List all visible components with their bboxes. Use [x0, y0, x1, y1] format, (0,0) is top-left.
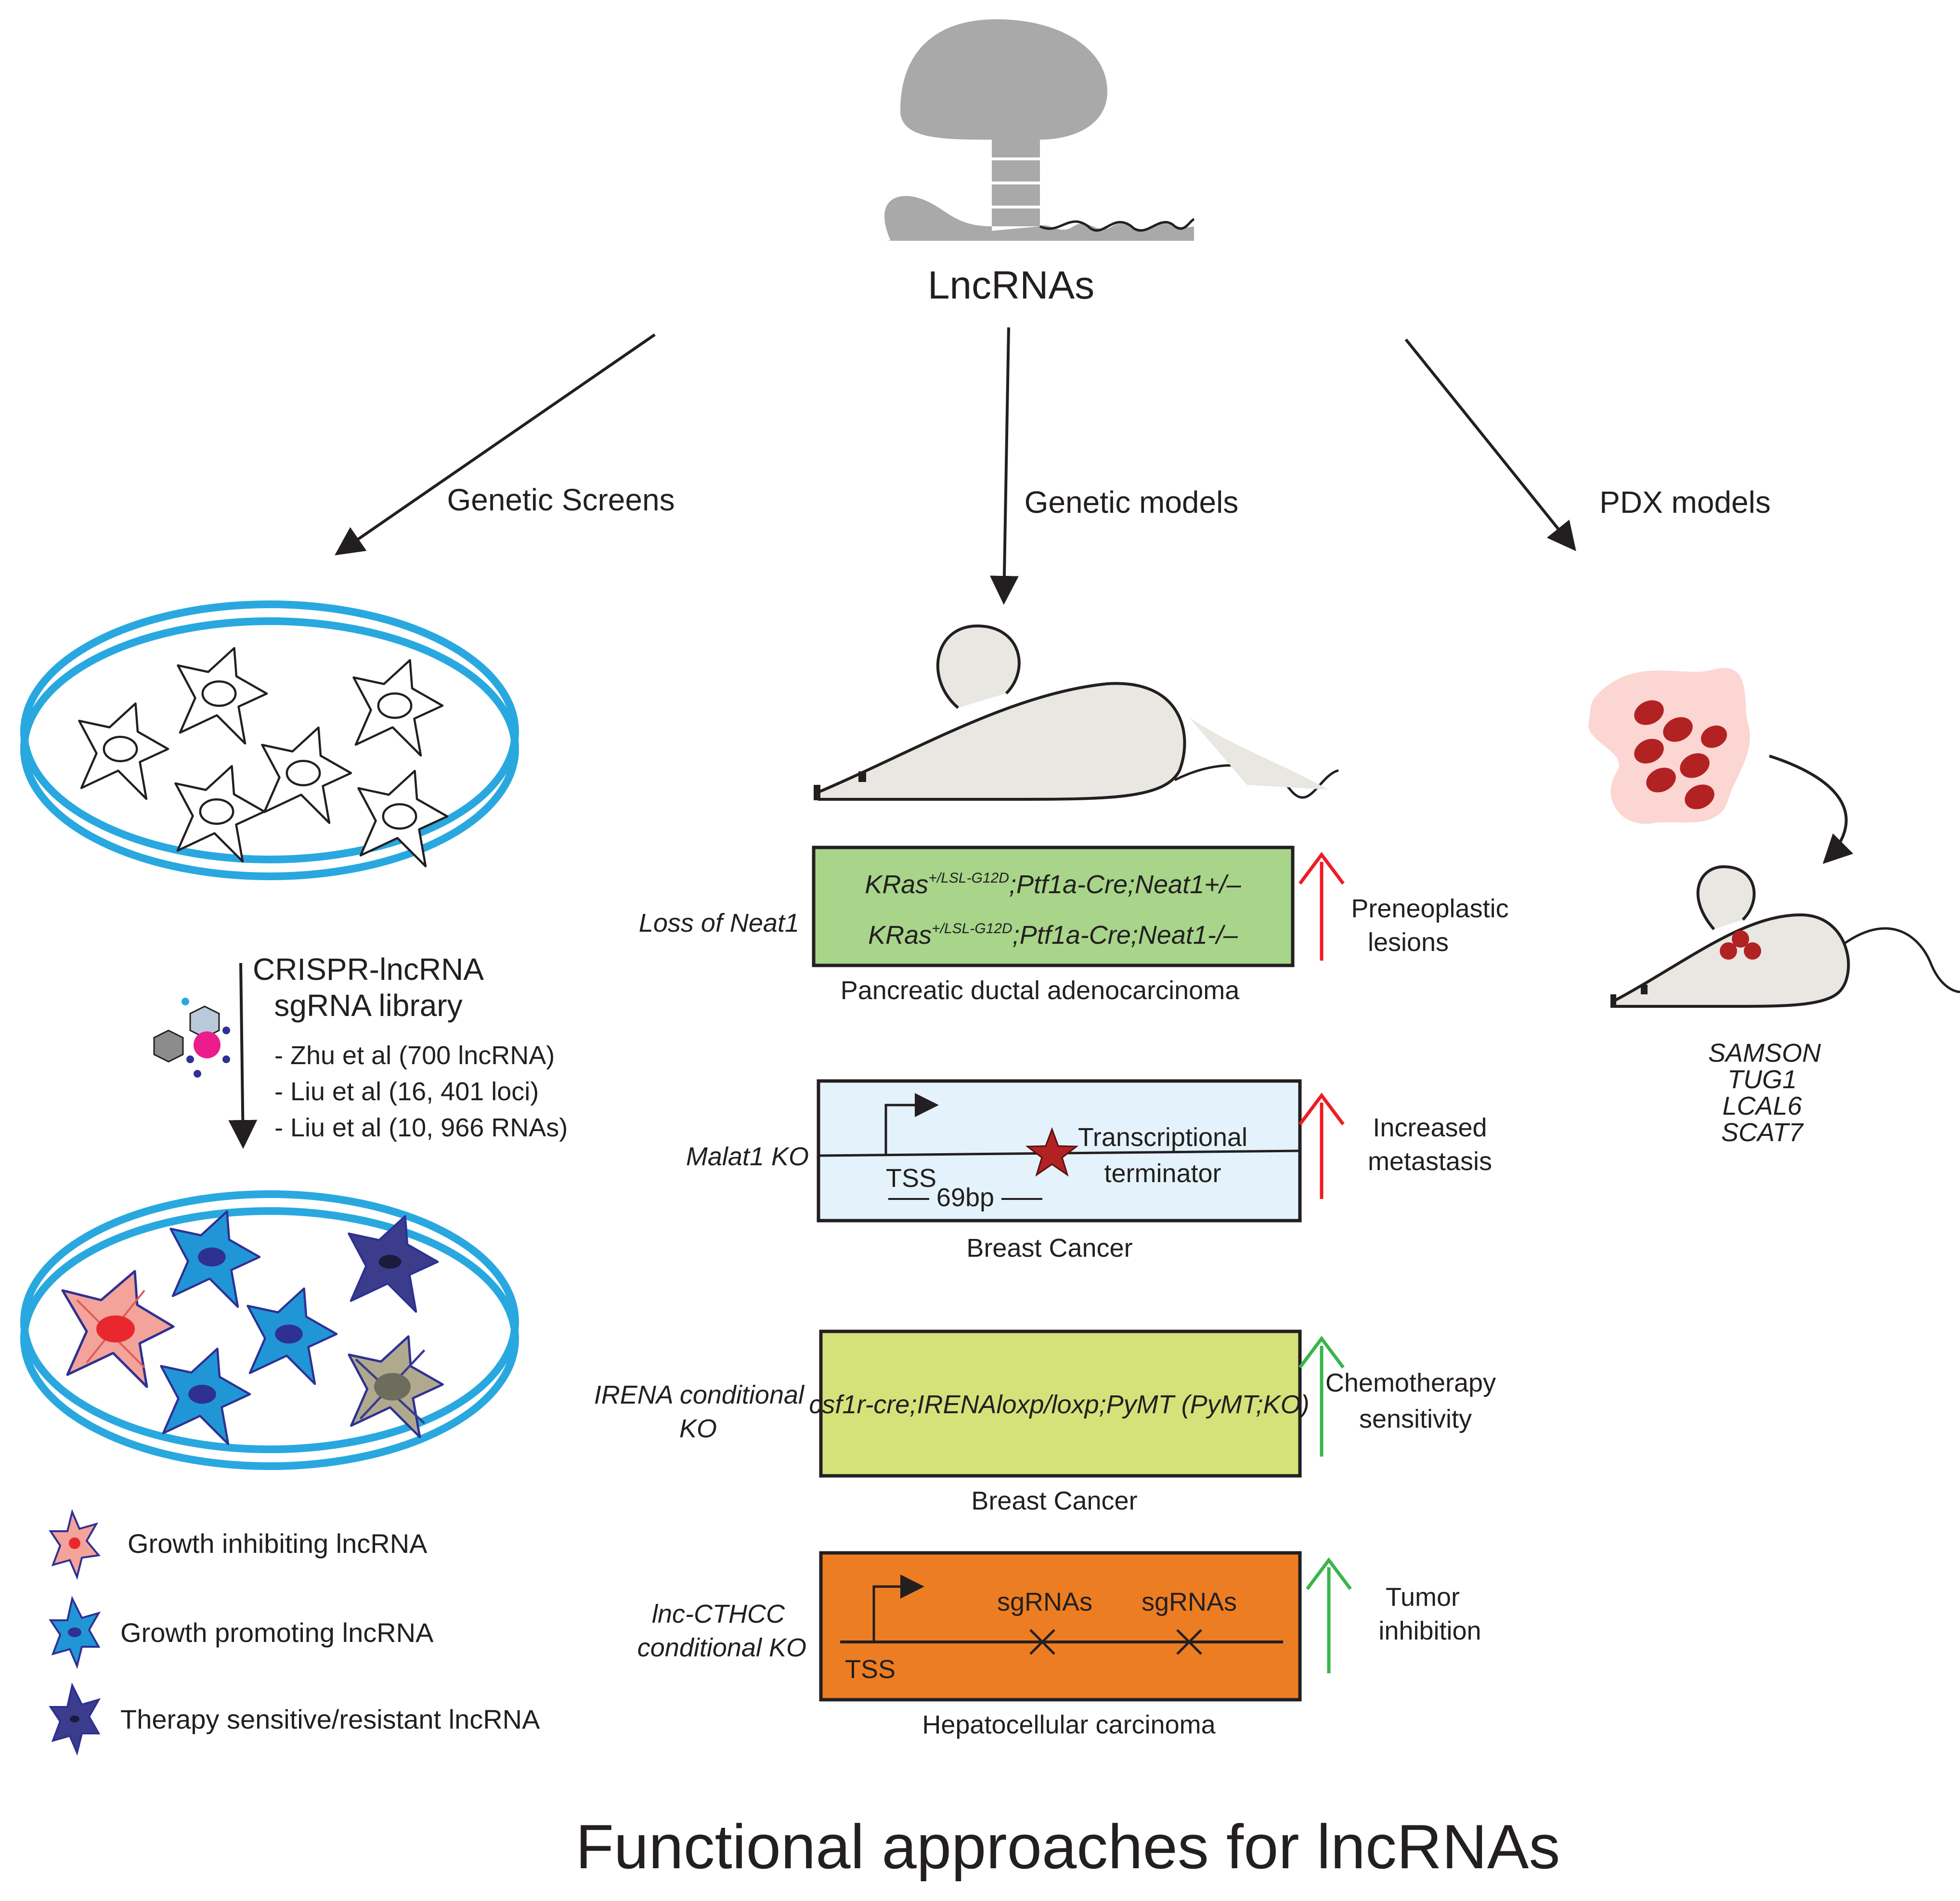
legend: Growth inhibiting lncRNA Growth promotin…: [49, 1509, 540, 1756]
library-line1: CRISPR-lncRNA: [253, 952, 484, 987]
genotype-box: [819, 1329, 1302, 1478]
petri-dish-before: [20, 600, 519, 880]
outcome-label: Increased: [1373, 1113, 1487, 1142]
model-side-label: KO: [679, 1414, 717, 1443]
genotype-line: KRas+/LSL-G12D;Ptf1a-Cre;Neat1-/–: [868, 921, 1238, 950]
genotype-line: csf1r-cre;IRENAloxp/loxp;PyMT (PyMT;KO): [809, 1390, 1309, 1419]
lncrna-hairpin-icon: [884, 19, 1195, 241]
terminator-label: Transcriptional: [1078, 1123, 1247, 1152]
genotype-box: [812, 846, 1295, 967]
legend-label: Growth promoting lncRNA: [120, 1617, 434, 1648]
tss-label: TSS: [886, 1164, 936, 1193]
arrow-screens: [335, 333, 656, 556]
model-caption: Pancreatic ductal adenocarcinoma: [841, 976, 1240, 1005]
arrow-pdx-transplant: [1769, 755, 1854, 864]
terminator-star-icon: [1025, 1127, 1079, 1177]
outcome-label: lesions: [1368, 928, 1449, 957]
arrow-models: [989, 327, 1019, 605]
model-side-label: Malat1 KO: [686, 1142, 809, 1171]
legend-label: Therapy sensitive/resistant lncRNA: [120, 1704, 540, 1734]
outcome-label: sensitivity: [1359, 1405, 1472, 1433]
branch-pdx-label: PDX models: [1599, 485, 1771, 520]
legend-item: Therapy sensitive/resistant lncRNA: [49, 1682, 540, 1756]
outcome-label: Chemotherapy: [1325, 1368, 1496, 1397]
pdx-gene: LCAL6: [1722, 1092, 1802, 1120]
tss-label: TSS: [845, 1655, 896, 1684]
terminator-label: terminator: [1104, 1159, 1221, 1188]
genotype-line: KRas+/LSL-G12D;Ptf1a-Cre;Neat1+/–: [865, 870, 1241, 899]
distance-label: 69bp: [936, 1183, 994, 1212]
branch-screens-label: Genetic Screens: [447, 482, 675, 517]
branch-models-label: Genetic models: [1025, 485, 1239, 520]
outcome-label: Preneoplastic: [1351, 894, 1508, 923]
model-side-label: lnc-CTHCC: [652, 1600, 785, 1628]
sgrna-label: sgRNAs: [1142, 1588, 1237, 1616]
petri-dish-after: [20, 1190, 519, 1470]
pdx-gene: SCAT7: [1721, 1118, 1804, 1147]
model-side-label: IRENA conditional: [594, 1380, 805, 1409]
model-side-label: Loss of Neat1: [639, 909, 799, 937]
arrow-library: [228, 963, 258, 1149]
model-irena: IRENA conditional KO csf1r-cre;IRENAloxp…: [594, 1329, 1496, 1515]
model-lnc-cthcc: lnc-CTHCC conditional KO TSS sgRNAs sgRN…: [637, 1551, 1481, 1739]
model-side-label: conditional KO: [637, 1633, 806, 1662]
library-ref: - Zhu et al (700 lncRNA): [274, 1041, 555, 1070]
mouse-icon: [814, 624, 1339, 801]
library-ref: - Liu et al (10, 966 RNAs): [274, 1113, 568, 1142]
cut-site-icon: [1176, 1629, 1202, 1655]
model-caption: Breast Cancer: [966, 1234, 1132, 1263]
pdx-gene: TUG1: [1727, 1065, 1797, 1094]
pdx-gene: SAMSON: [1708, 1039, 1821, 1068]
library-ref: - Liu et al (16, 401 loci): [274, 1077, 539, 1106]
model-caption: Hepatocellular carcinoma: [922, 1710, 1216, 1739]
cut-site-icon: [1029, 1629, 1055, 1655]
legend-label: Growth inhibiting lncRNA: [128, 1528, 428, 1559]
legend-item: Growth inhibiting lncRNA: [49, 1509, 428, 1580]
arrow-pdx: [1404, 339, 1576, 551]
library-line2: sgRNA library: [274, 988, 462, 1023]
root-label: LncRNAs: [928, 263, 1094, 307]
outcome-label: inhibition: [1378, 1616, 1481, 1645]
sgrna-complex-icon: [153, 998, 230, 1078]
pdx-mouse-icon: [1610, 865, 1960, 1008]
outcome-label: metastasis: [1368, 1147, 1492, 1176]
sgrna-label: sgRNAs: [997, 1588, 1092, 1616]
model-neat1: Loss of Neat1 KRas+/LSL-G12D;Ptf1a-Cre;N…: [639, 846, 1509, 1005]
legend-item: Growth promoting lncRNA: [49, 1596, 434, 1669]
outcome-label: Tumor: [1386, 1583, 1460, 1612]
figure-title: Functional approaches for lncRNAs: [576, 1811, 1560, 1882]
pdx-tumor-icon: [1588, 668, 1750, 824]
model-caption: Breast Cancer: [971, 1486, 1137, 1515]
model-malat1: Malat1 KO TSS 69bp Transcriptional termi…: [686, 1079, 1492, 1263]
